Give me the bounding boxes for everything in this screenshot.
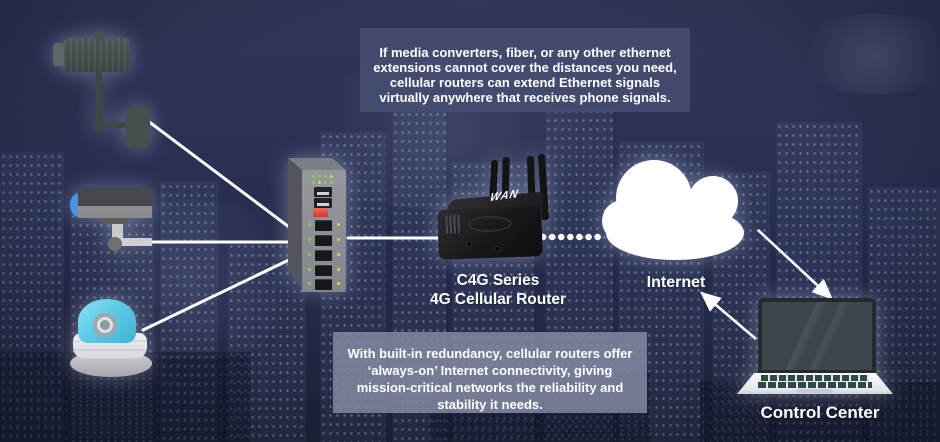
note-bottom-line: stability it needs.	[437, 397, 543, 412]
camera-knob	[94, 30, 105, 41]
router-vents	[445, 215, 460, 234]
cloud-base	[606, 206, 744, 260]
port-module	[315, 279, 332, 290]
note-bottom-line: With built-in redundancy, cellular route…	[347, 346, 633, 361]
reset-button	[313, 208, 328, 217]
laptop-screen-bezel	[758, 298, 876, 374]
note-top-line: If media converters, fiber, or any other…	[379, 45, 671, 60]
port-led	[308, 268, 311, 271]
building	[868, 187, 940, 442]
port-led	[308, 223, 311, 226]
building	[228, 242, 306, 442]
router-connector	[466, 240, 473, 247]
camera-lens	[100, 320, 110, 330]
camera-mount-post	[112, 224, 123, 242]
building	[160, 182, 218, 442]
router-recess	[467, 215, 512, 233]
port-module	[315, 265, 332, 276]
port-led	[308, 253, 311, 256]
port-module	[315, 250, 332, 261]
camera-body	[78, 188, 152, 218]
arrow-cloud-to-laptop	[757, 229, 833, 300]
internet-cloud-icon	[600, 158, 750, 266]
ethernet-switch-icon	[280, 150, 352, 294]
switch-top-panel	[288, 158, 346, 170]
internet-label: Internet	[646, 274, 706, 291]
laptop-display	[762, 302, 872, 370]
note-top: If media converters, fiber, or any other…	[360, 28, 690, 112]
router-label-line2: 4G Cellular Router	[429, 291, 567, 308]
cable-bullet-camera-to-switch	[146, 119, 295, 232]
router-label-line1: C4G Series	[456, 272, 540, 289]
port-module	[315, 235, 332, 246]
status-led	[312, 175, 315, 178]
router-connector	[494, 245, 501, 252]
note-bottom-line: mission-critical networks the reliabilit…	[356, 380, 624, 395]
camera-mount-arm	[103, 122, 131, 128]
status-led	[318, 175, 321, 178]
port-module	[315, 220, 332, 231]
camera-body	[64, 38, 130, 72]
status-led	[312, 181, 315, 184]
note-top-line: virtually anywhere that receives phone s…	[379, 90, 671, 105]
arrow-laptop-to-cloud	[700, 291, 757, 340]
cable-dome-camera-to-switch	[141, 256, 295, 332]
router-body	[437, 206, 543, 260]
note-bottom: With built-in redundancy, cellular route…	[333, 332, 647, 413]
port-led	[337, 223, 340, 226]
laptop-icon	[735, 294, 907, 402]
laptop-keyboard	[761, 375, 869, 381]
note-bottom-line: ‘always-on’ Internet connectivity, givin…	[367, 363, 613, 378]
router-label: C4G Series 4G Cellular Router	[408, 271, 588, 309]
rj45-port	[314, 198, 332, 208]
status-led	[330, 181, 333, 184]
note-top-line: extensions cannot cover the distances yo…	[373, 60, 677, 75]
laptop-touchpad	[797, 389, 833, 393]
status-led	[324, 181, 327, 184]
port-led	[337, 268, 340, 271]
camera-mount-foot	[122, 238, 152, 246]
laptop-keyboard	[758, 382, 872, 388]
building	[0, 152, 64, 442]
cellular-router-icon: WAN	[432, 150, 557, 270]
switch-side-panel	[288, 158, 302, 284]
port-led	[337, 253, 340, 256]
port-led	[308, 282, 311, 285]
camera-mount-plate	[126, 106, 150, 148]
camera-lens-cap	[53, 43, 66, 66]
camera-mount-pole	[96, 71, 102, 126]
status-led	[324, 175, 327, 178]
status-led	[330, 175, 333, 178]
note-top-line: cellular routers can extend Ethernet sig…	[389, 75, 661, 90]
status-led	[318, 181, 321, 184]
port-led	[308, 238, 311, 241]
rj45-port	[314, 187, 332, 197]
dome-camera-icon	[65, 295, 160, 385]
port-led	[337, 238, 340, 241]
camera-mount-joint	[93, 119, 105, 131]
camera-mount-joint	[108, 237, 122, 251]
switch-front-panel	[302, 170, 346, 292]
camera-bracket	[102, 218, 128, 224]
port-led	[337, 282, 340, 285]
city-glow	[790, 14, 940, 94]
box-camera-icon	[68, 180, 178, 252]
control-center-label: Control Center	[760, 403, 880, 422]
bullet-camera-icon	[52, 26, 162, 151]
